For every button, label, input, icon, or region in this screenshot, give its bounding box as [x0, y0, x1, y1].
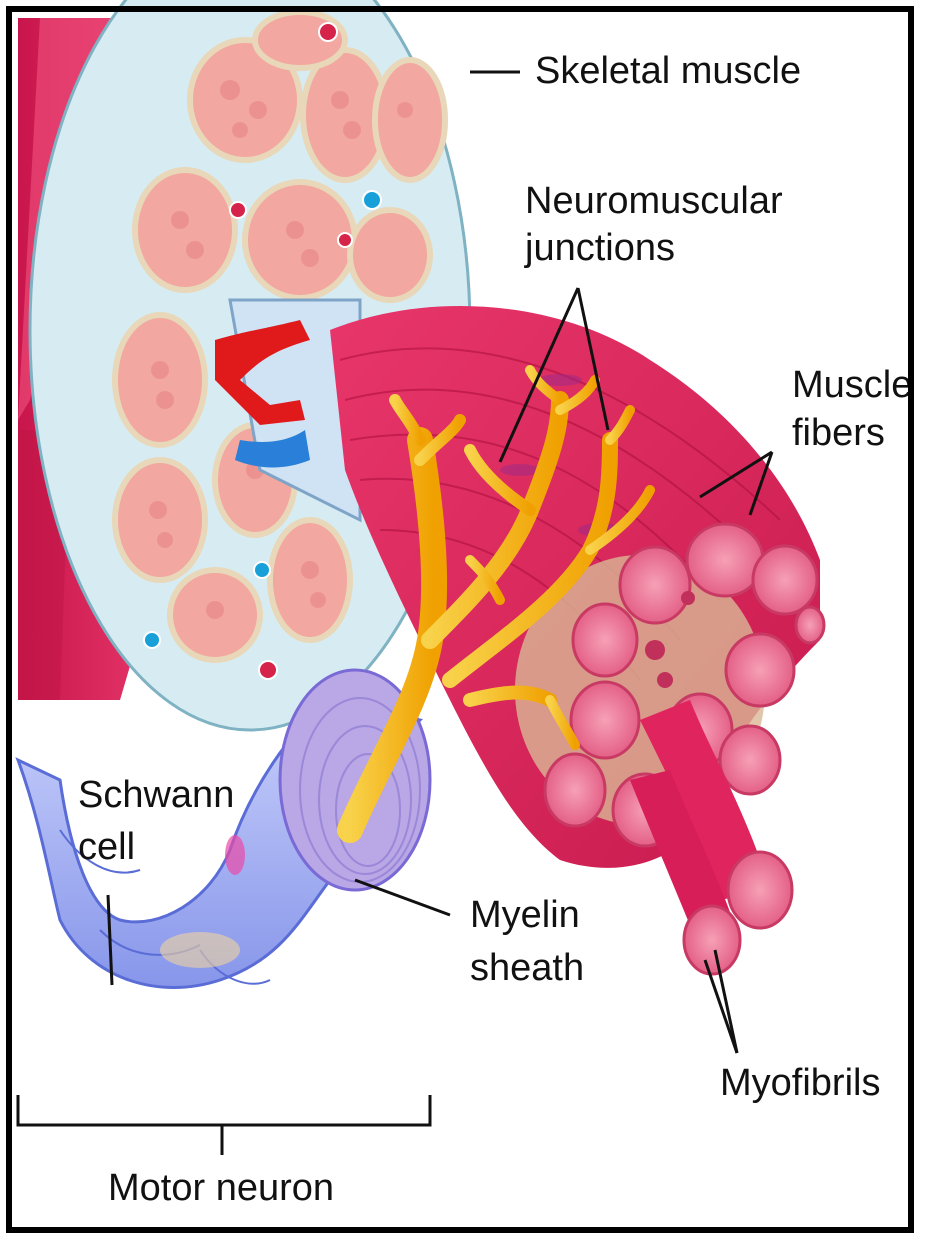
label-myelin-line1: Myelin — [470, 892, 580, 938]
label-neuromuscular-line2: junctions — [525, 225, 675, 271]
label-myelin-line2: sheath — [470, 945, 584, 991]
label-myofibrils: Myofibrils — [720, 1060, 880, 1106]
label-muscle-fibers-line2: fibers — [792, 410, 885, 456]
label-schwann-line2: cell — [78, 824, 135, 870]
label-skeletal-muscle: Skeletal muscle — [535, 48, 801, 94]
label-muscle-fibers-line1: Muscle — [792, 362, 912, 408]
label-schwann-line1: Schwann — [78, 772, 234, 818]
label-neuromuscular-line1: Neuromuscular — [525, 178, 783, 224]
label-motor-neuron: Motor neuron — [108, 1165, 334, 1211]
